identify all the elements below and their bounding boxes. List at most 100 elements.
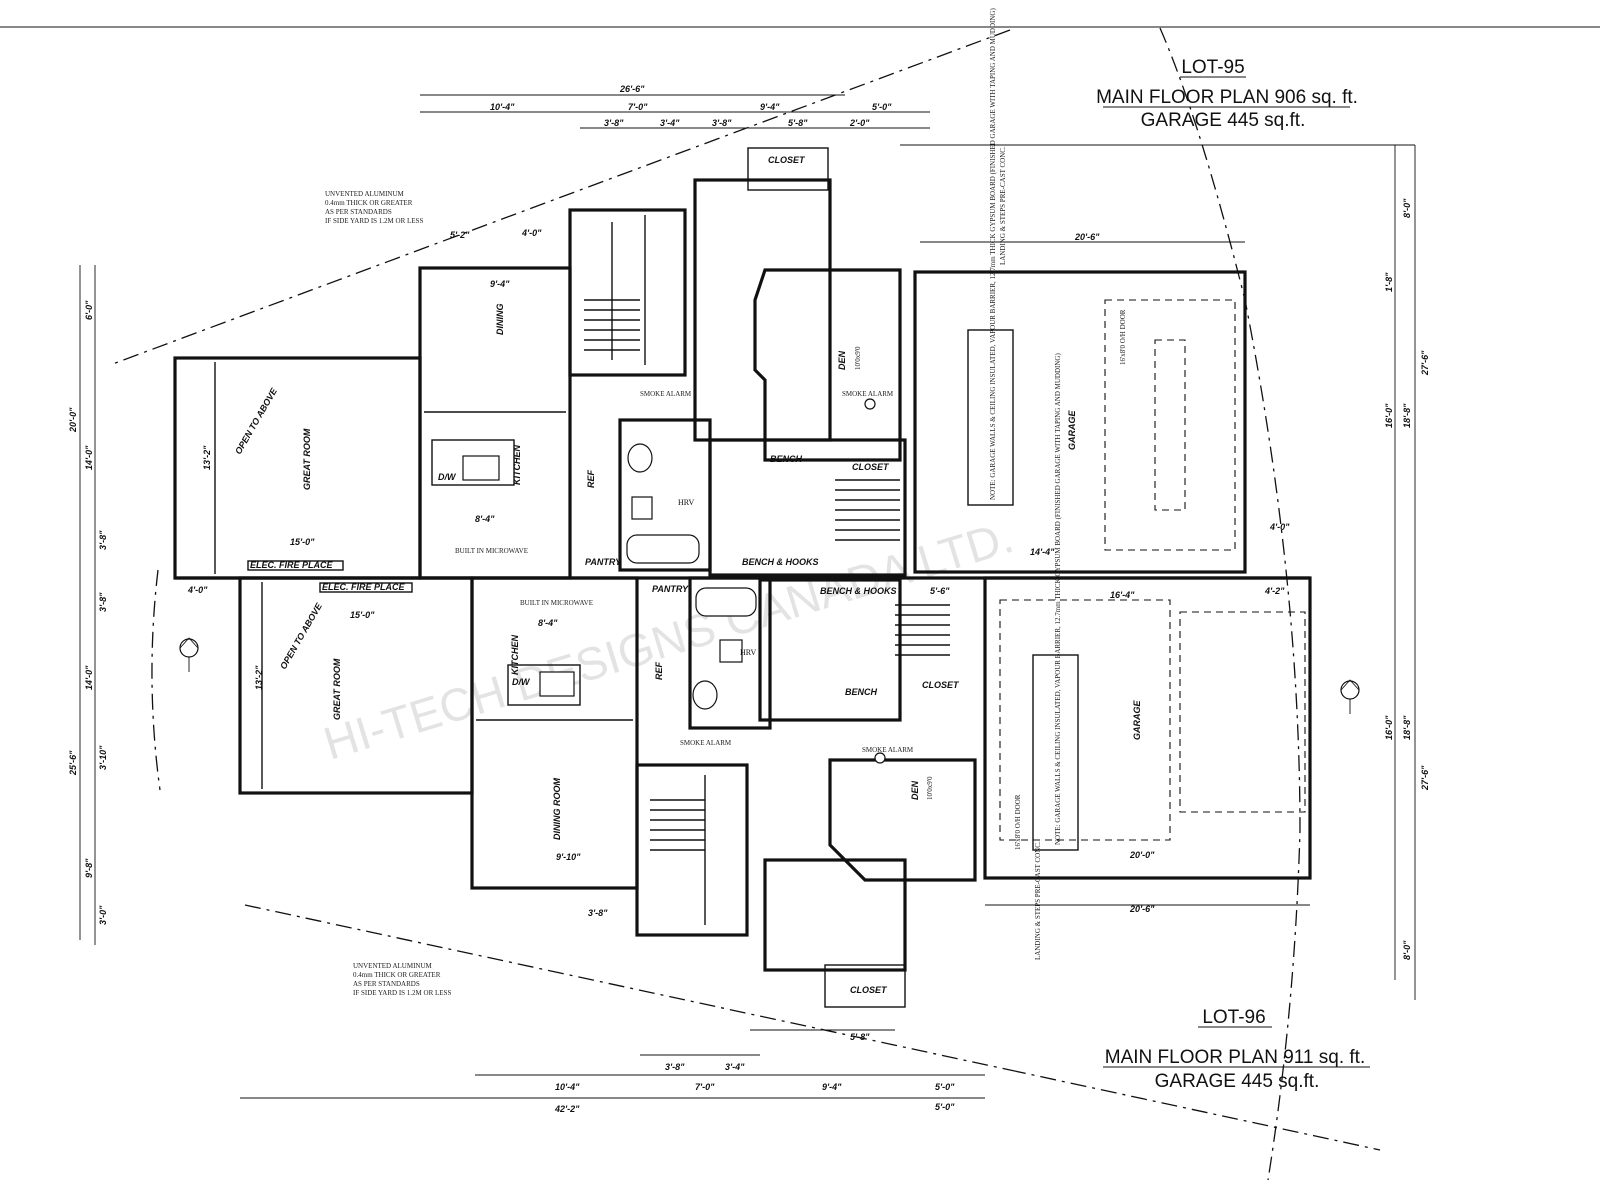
dim-3: 9'-4" bbox=[760, 102, 780, 112]
dim-side-1-b: 3'-8" bbox=[98, 592, 108, 612]
stair-wall-b bbox=[635, 763, 749, 937]
dim-7: 3'-8" bbox=[712, 118, 732, 128]
dim-1: 10'-4" bbox=[490, 102, 515, 112]
label-closet-den: CLOSET bbox=[852, 462, 890, 472]
dim-side-2: 20'-0" bbox=[68, 407, 78, 433]
dim-great-room-height-b: 13'-2" bbox=[254, 665, 264, 690]
dim-kitchen-width-b: 8'-4" bbox=[538, 618, 558, 628]
note-unvented-3: AS PER STANDARDS bbox=[325, 208, 392, 216]
label-smoke-alarm-1: SMOKE ALARM bbox=[640, 390, 692, 398]
label-open-to-above-b: OPEN TO ABOVE bbox=[278, 601, 324, 671]
dim-3-b: 9'-4" bbox=[822, 1082, 842, 1092]
label-overhead-door-b: 16'x8'0 O/H DOOR bbox=[1014, 794, 1022, 850]
dim-2-b: 7'-0" bbox=[695, 1082, 715, 1092]
dim-1-b: 10'-4" bbox=[555, 1082, 580, 1092]
dim-2: 7'-0" bbox=[628, 102, 648, 112]
label-smoke-alarm-2: SMOKE ALARM bbox=[842, 390, 894, 398]
dimension-labels-lot-96: 42'-2" 10'-4" 7'-0" 9'-4" 5'-0" 3'-8" 3'… bbox=[68, 585, 1430, 1114]
den-wall-b bbox=[828, 758, 977, 882]
label-great-room: GREAT ROOM bbox=[302, 428, 312, 490]
label-fire-place: ELEC. FIRE PLACE bbox=[250, 560, 334, 570]
note-unvented-1: UNVENTED ALUMINUM bbox=[325, 190, 405, 198]
dim-overall-b: 42'-2" bbox=[554, 1104, 580, 1114]
label-kitchen-b: KITCHEN bbox=[510, 635, 520, 675]
note-unvented-2: 0.4mm THICK OR GREATER bbox=[325, 199, 413, 207]
dim-garage-top-b: 16'-4" bbox=[1110, 590, 1135, 600]
label-den-b: DEN bbox=[910, 780, 920, 800]
dim-overall: 26'-6" bbox=[619, 84, 645, 94]
dim-right-3-b: 18'-8" bbox=[1402, 715, 1412, 740]
den-wall bbox=[753, 268, 902, 462]
title-block-lot-95: LOT-95 MAIN FLOOR PLAN 906 sq. ft. GARAG… bbox=[1096, 57, 1358, 131]
dim-side-4: 3'-8" bbox=[98, 530, 108, 550]
dim-great-room-width-b: 15'-0" bbox=[350, 610, 375, 620]
note-unvented-b3: AS PER STANDARDS bbox=[353, 980, 420, 988]
label-den-size-b: 10'0x9'0 bbox=[926, 776, 934, 800]
label-closet: CLOSET bbox=[768, 155, 806, 165]
dim-7-b: 5'-8" bbox=[850, 1032, 870, 1042]
dim-8: 5'-8" bbox=[788, 118, 808, 128]
label-pantry-b: PANTRY bbox=[652, 584, 689, 594]
dim-right-3: 16'-0" bbox=[1384, 403, 1394, 428]
label-fire-place-b: ELEC. FIRE PLACE bbox=[322, 582, 406, 592]
dim-right-2: 27'-6" bbox=[1420, 350, 1430, 376]
dim-right-1-b: 27'-6" bbox=[1420, 765, 1430, 791]
label-ref-b: REF bbox=[654, 661, 664, 680]
lot-95-plan bbox=[173, 147, 1247, 580]
dim-great-room-height: 13'-2" bbox=[202, 445, 212, 470]
dimension-lines-top bbox=[79, 94, 1416, 1099]
label-closet-b: CLOSET bbox=[850, 985, 888, 995]
dim-4-0: 4'-0" bbox=[521, 228, 542, 238]
dim-6: 3'-4" bbox=[660, 118, 680, 128]
dim-5-2: 5'-2" bbox=[450, 230, 470, 240]
dim-great-room-width: 15'-0" bbox=[290, 537, 315, 547]
dim-garage-width-b: 20'-6" bbox=[1129, 904, 1155, 914]
note-unvented-b1: UNVENTED ALUMINUM bbox=[353, 962, 433, 970]
label-dw: D/W bbox=[438, 472, 457, 482]
lot-96-plan bbox=[238, 576, 1312, 1008]
garage-wall bbox=[913, 270, 1247, 574]
label-bench-b: BENCH bbox=[845, 687, 878, 697]
entry-wall-b bbox=[763, 858, 907, 972]
dim-dining-width: 9'-4" bbox=[490, 279, 510, 289]
label-dw-b: D/W bbox=[512, 677, 531, 687]
dim-right-5: 1'-8" bbox=[1384, 272, 1394, 292]
dim-9: 2'-0" bbox=[849, 118, 870, 128]
stair-wall bbox=[568, 208, 687, 377]
dimension-labels-lot-95: 26'-6" 10'-4" 7'-0" 9'-4" 5'-0" 3'-8" 3'… bbox=[68, 84, 1430, 557]
dim-4-b: 5'-0" bbox=[935, 1082, 955, 1092]
mud-room-wall bbox=[708, 438, 907, 577]
orientation-markers bbox=[179, 637, 1360, 714]
label-den-size: 10'0x9'0 bbox=[854, 346, 862, 370]
dim-5-b: 3'-8" bbox=[665, 1062, 685, 1072]
dim-garage-inner: 14'-4" bbox=[1030, 547, 1055, 557]
dim-right-2-b: 16'-0" bbox=[1384, 715, 1394, 740]
dim-6-b: 3'-4" bbox=[725, 1062, 745, 1072]
note-unvented-4: IF SIDE YARD IS 1.2M OR LESS bbox=[325, 217, 423, 225]
label-bench-hooks-b: BENCH & HOOKS bbox=[820, 586, 897, 596]
lot-95-garage-area: GARAGE 445 sq.ft. bbox=[1141, 110, 1306, 131]
lot-95-plan-area: MAIN FLOOR PLAN 906 sq. ft. bbox=[1096, 87, 1358, 108]
note-garage-b: NOTE: GARAGE WALLS & CEILING INSULATED, … bbox=[1054, 353, 1062, 845]
note-unvented-b4: IF SIDE YARD IS 1.2M OR LESS bbox=[353, 989, 451, 997]
dim-side-3: 14'-0" bbox=[84, 445, 94, 470]
label-pantry: PANTRY bbox=[585, 557, 622, 567]
label-built-in-microwave-b: BUILT IN MICROWAVE bbox=[520, 599, 593, 607]
label-den: DEN bbox=[837, 350, 847, 370]
dim-side-3-b: 25'-6" bbox=[68, 750, 78, 776]
label-ref: REF bbox=[586, 469, 596, 488]
dim-side-4-b: 3'-10" bbox=[98, 745, 108, 770]
label-garage-b: GARAGE bbox=[1132, 700, 1142, 740]
dim-right-4-b: 8'-0" bbox=[1402, 940, 1412, 960]
dim-side-6-b: 3'-0" bbox=[98, 905, 108, 925]
label-hrv: HRV bbox=[678, 498, 694, 507]
dim-right-1: 8'-0" bbox=[1402, 198, 1412, 218]
label-bench-hooks: BENCH & HOOKS bbox=[742, 557, 819, 567]
dim-4-2-b: 4'-2" bbox=[1264, 586, 1285, 596]
label-smoke-alarm-b1: SMOKE ALARM bbox=[680, 739, 732, 747]
notes: UNVENTED ALUMINUM 0.4mm THICK OR GREATER… bbox=[325, 8, 1079, 997]
label-dining-room-b: DINING ROOM bbox=[552, 777, 562, 840]
dim-gap: 4'-0" bbox=[1269, 522, 1290, 532]
label-dining: DINING bbox=[495, 304, 505, 336]
label-overhead-door: 16'x8'0 O/H DOOR bbox=[1119, 309, 1127, 365]
